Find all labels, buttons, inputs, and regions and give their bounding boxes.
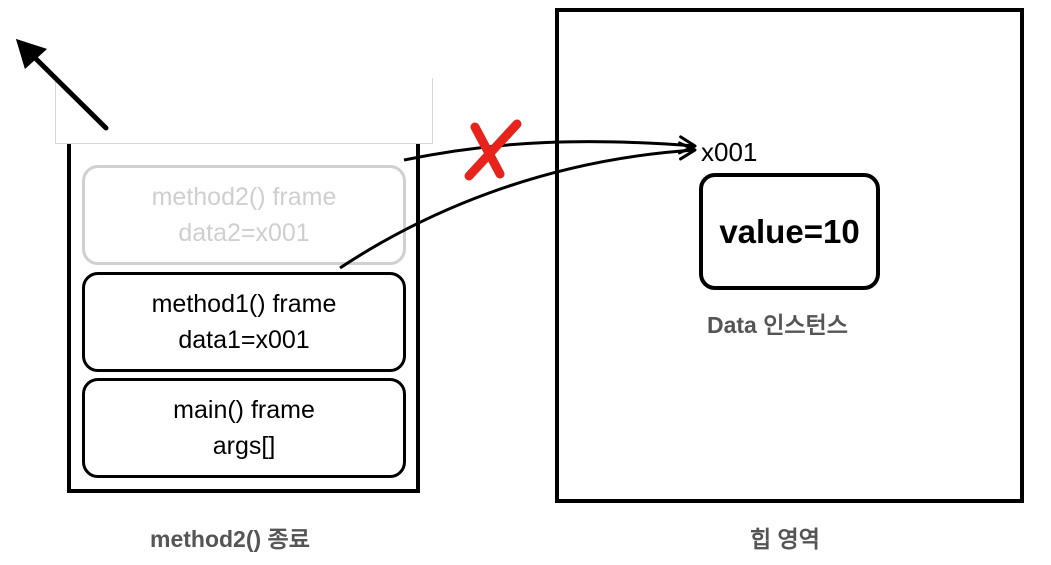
method1-reference-arrow (339, 141, 697, 270)
instance-caption: Data 인스턴스 (707, 312, 848, 338)
heap-address-label: x001 (701, 137, 758, 167)
method2-frame-title: method2() frame (151, 183, 337, 211)
arrow-up-left-icon (16, 39, 109, 131)
heap-caption: 힙 영역 (750, 526, 820, 552)
main-frame-var: args[] (212, 432, 276, 460)
data-instance-box: value=10 (699, 173, 880, 290)
method2-reference-arrow (403, 135, 697, 162)
method1-frame-title: method1() frame (151, 290, 337, 318)
method2-frame: method2() frame data2=x001 (82, 165, 406, 265)
method1-frame-var: data1=x001 (178, 326, 310, 354)
main-frame-title: main() frame (173, 396, 315, 424)
instance-value: value=10 (719, 212, 860, 250)
stack-caption: method2() 종료 (150, 526, 310, 552)
method2-frame-var: data2=x001 (178, 219, 310, 247)
main-frame: main() frame args[] (82, 378, 406, 478)
red-x-icon (464, 119, 522, 181)
stack-opening (55, 78, 433, 144)
method1-frame: method1() frame data1=x001 (82, 272, 406, 372)
